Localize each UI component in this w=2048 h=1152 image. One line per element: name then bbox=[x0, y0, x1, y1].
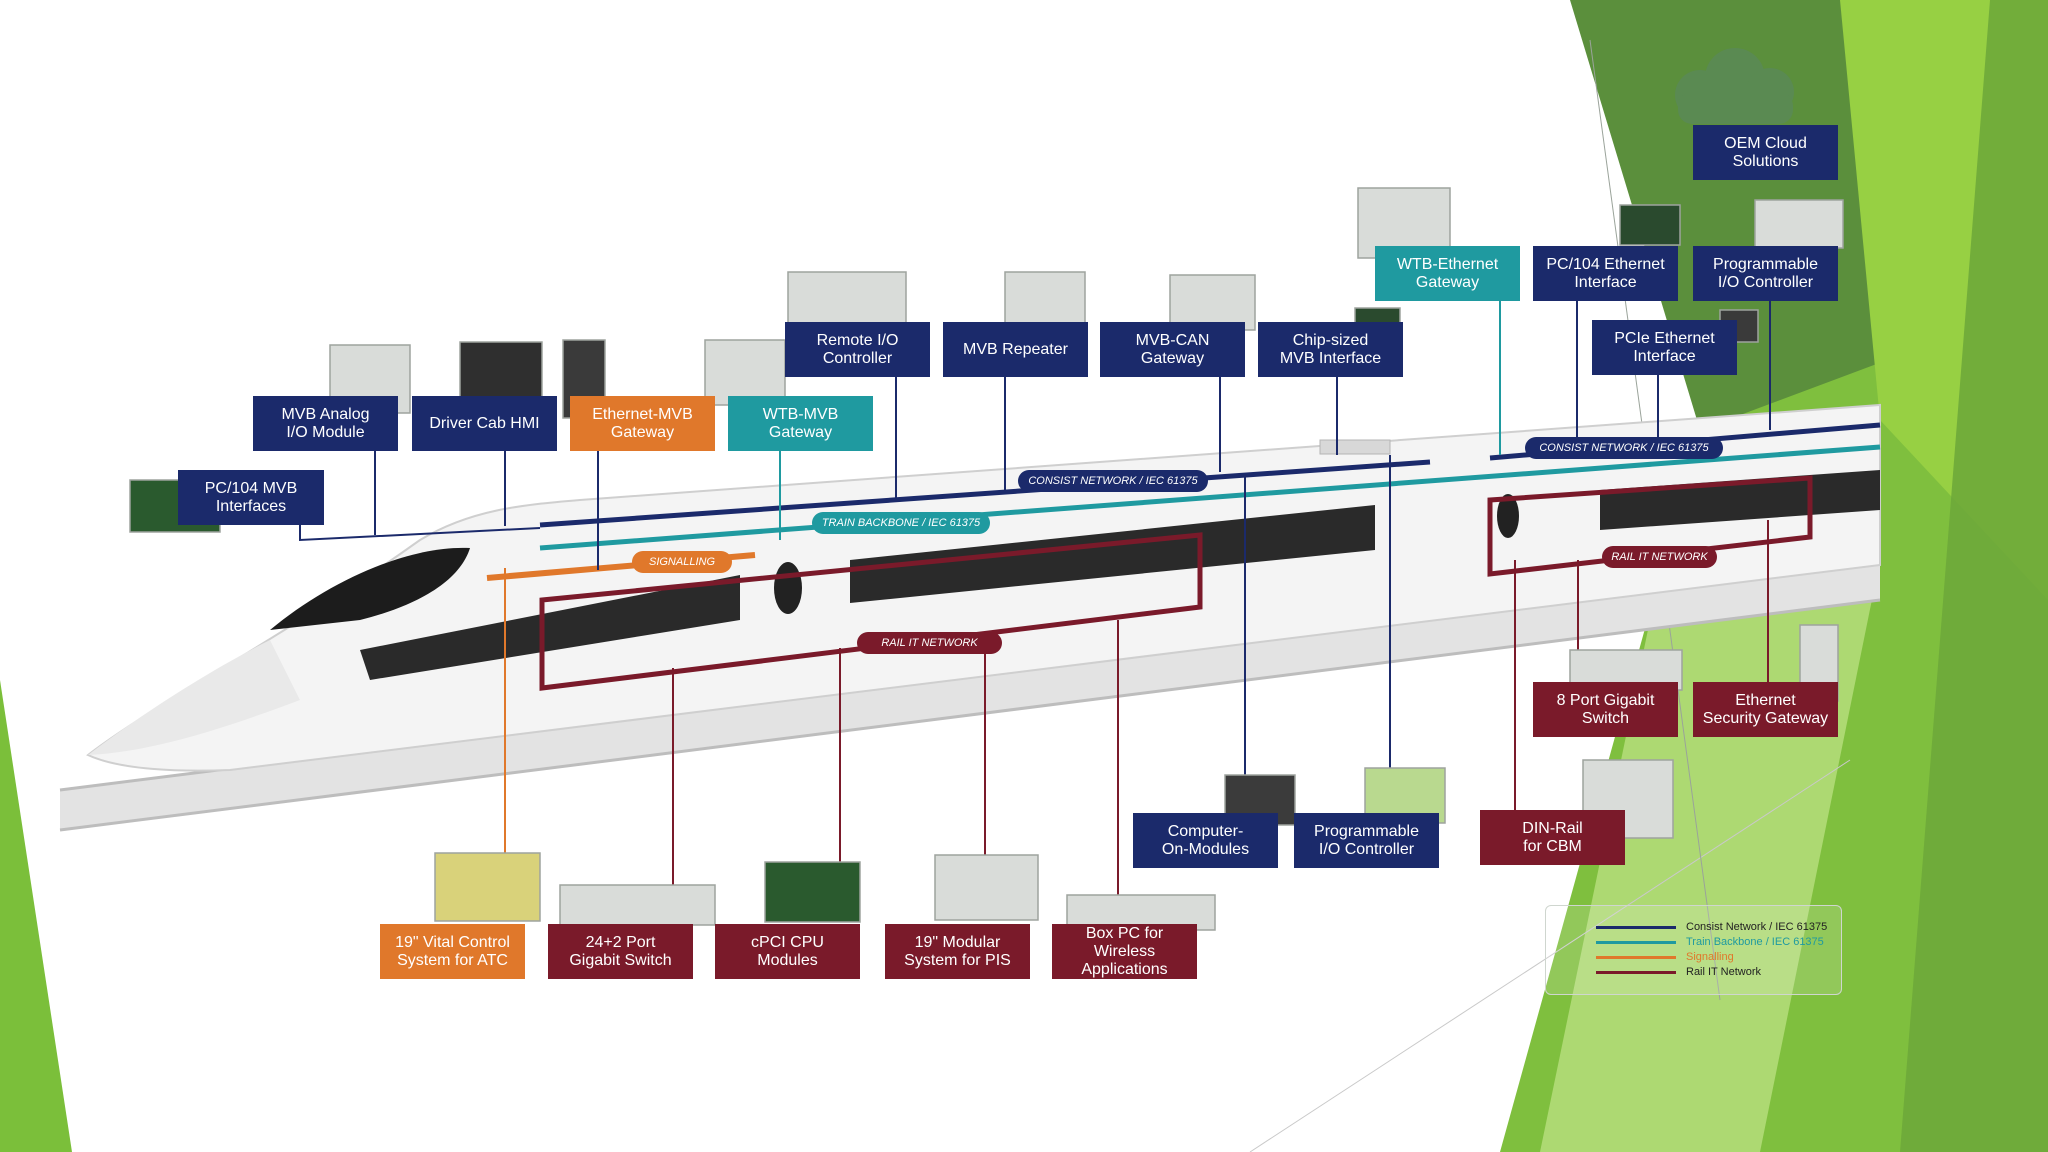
rail-it-network-label-rear: RAIL IT NETWORK bbox=[1611, 551, 1708, 563]
railit-pill-front-bg bbox=[857, 632, 1002, 654]
mvb-analog-io-module-label: MVB Analog I/O Module bbox=[253, 396, 398, 451]
legend-label-backbone: Train Backbone / IEC 61375 bbox=[1686, 936, 1824, 948]
wtb-mvb-gateway-label: WTB-MVB Gateway bbox=[728, 396, 873, 451]
mvb-can-gateway-label: MVB-CAN Gateway bbox=[1100, 322, 1245, 377]
8-port-gigabit-switch-label: 8 Port Gigabit Switch bbox=[1533, 682, 1678, 737]
rail-line-2 bbox=[59, 598, 1881, 832]
consist-pill-front-bg bbox=[1018, 470, 1208, 492]
legend-swatch-railit bbox=[1596, 971, 1676, 974]
green-shape-left bbox=[0, 680, 72, 1152]
connector-lines bbox=[299, 301, 1771, 915]
signalling-pill-bg bbox=[632, 551, 732, 573]
rail-it-network-label-front: RAIL IT NETWORK bbox=[881, 637, 978, 649]
green-shape-right-accent bbox=[1900, 0, 2048, 1152]
rail-track bbox=[60, 560, 1880, 830]
train-pantograph bbox=[1319, 439, 1391, 455]
chip-sized-mvb-interface-label: Chip-sized MVB Interface bbox=[1258, 322, 1403, 377]
rail-it-loop-front bbox=[539, 532, 1203, 691]
train-nose bbox=[88, 640, 300, 755]
train-backbone-label: TRAIN BACKBONE / IEC 61375 bbox=[821, 517, 981, 529]
legend-swatch-consist bbox=[1596, 926, 1676, 929]
computer-on-modules-label: Computer- On-Modules bbox=[1133, 813, 1278, 868]
legend-item-consist: Consist Network / IEC 61375 bbox=[1546, 920, 1841, 934]
modular-system-pis-label: 19" Modular System for PIS bbox=[885, 924, 1030, 979]
driver-cab-hmi-label: Driver Cab HMI bbox=[412, 396, 557, 451]
consist-network-line bbox=[539, 459, 1431, 528]
train-window-front bbox=[360, 575, 740, 680]
legend-swatch-backbone bbox=[1596, 941, 1676, 944]
wtb-ethernet-gateway-label: WTB-Ethernet Gateway bbox=[1375, 246, 1520, 301]
24-2-port-gigabit-switch-label: 24+2 Port Gigabit Switch bbox=[548, 924, 693, 979]
box-pc-wireless-label: Box PC for Wireless Applications bbox=[1052, 924, 1197, 979]
mvb-repeater-label: MVB Repeater bbox=[943, 322, 1088, 377]
legend-item-signalling: Signalling bbox=[1546, 950, 1841, 964]
vital-control-system-label: 19" Vital Control System for ATC bbox=[380, 924, 525, 979]
din-rail-cbm-label: DIN-Rail for CBM bbox=[1480, 810, 1625, 865]
oem-cloud-solutions-label: OEM Cloud Solutions bbox=[1693, 125, 1838, 180]
programmable-io-controller-bottom-label: Programmable I/O Controller bbox=[1294, 813, 1439, 868]
train-windshield bbox=[270, 547, 470, 630]
cloud-icon bbox=[1675, 48, 1794, 124]
ethernet-security-gateway-label: Ethernet Security Gateway bbox=[1693, 682, 1838, 737]
legend-label-signalling: Signalling bbox=[1686, 951, 1734, 963]
remote-io-controller-label: Remote I/O Controller bbox=[785, 322, 930, 377]
consist-network-label-front: CONSIST NETWORK / IEC 61375 bbox=[1028, 475, 1198, 487]
train-door-2 bbox=[1497, 494, 1519, 538]
rail-it-loop-rear bbox=[1487, 475, 1813, 577]
programmable-io-controller-top-label: Programmable I/O Controller bbox=[1693, 246, 1838, 301]
consist-pill-rear-bg bbox=[1525, 437, 1723, 459]
railit-pill-rear-bg bbox=[1602, 546, 1717, 568]
train-door-1 bbox=[774, 562, 802, 614]
legend-label-railit: Rail IT Network bbox=[1686, 966, 1761, 978]
signalling-label: SIGNALLING bbox=[648, 556, 716, 568]
backbone-line bbox=[539, 444, 1881, 551]
legend-item-backbone: Train Backbone / IEC 61375 bbox=[1546, 935, 1841, 949]
network-legend: Consist Network / IEC 61375 Train Backbo… bbox=[1545, 905, 1842, 995]
legend-swatch-signalling bbox=[1596, 956, 1676, 959]
cpci-cpu-modules-label: cPCI CPU Modules bbox=[715, 924, 860, 979]
pc104-ethernet-interface-label: PC/104 Ethernet Interface bbox=[1533, 246, 1678, 301]
thin-diagonal-line bbox=[1249, 759, 1851, 1152]
legend-item-railit: Rail IT Network bbox=[1546, 965, 1841, 979]
legend-label-consist: Consist Network / IEC 61375 bbox=[1686, 921, 1828, 933]
train-window-mid bbox=[850, 505, 1375, 603]
ethernet-mvb-gateway-label: Ethernet-MVB Gateway bbox=[570, 396, 715, 451]
backbone-pill-bg bbox=[812, 512, 990, 534]
consist-network-label-rear: CONSIST NETWORK / IEC 61375 bbox=[1539, 442, 1709, 454]
pc104-mvb-interfaces-label: PC/104 MVB Interfaces bbox=[178, 470, 324, 525]
pcie-ethernet-interface-label: PCIe Ethernet Interface bbox=[1592, 320, 1737, 375]
